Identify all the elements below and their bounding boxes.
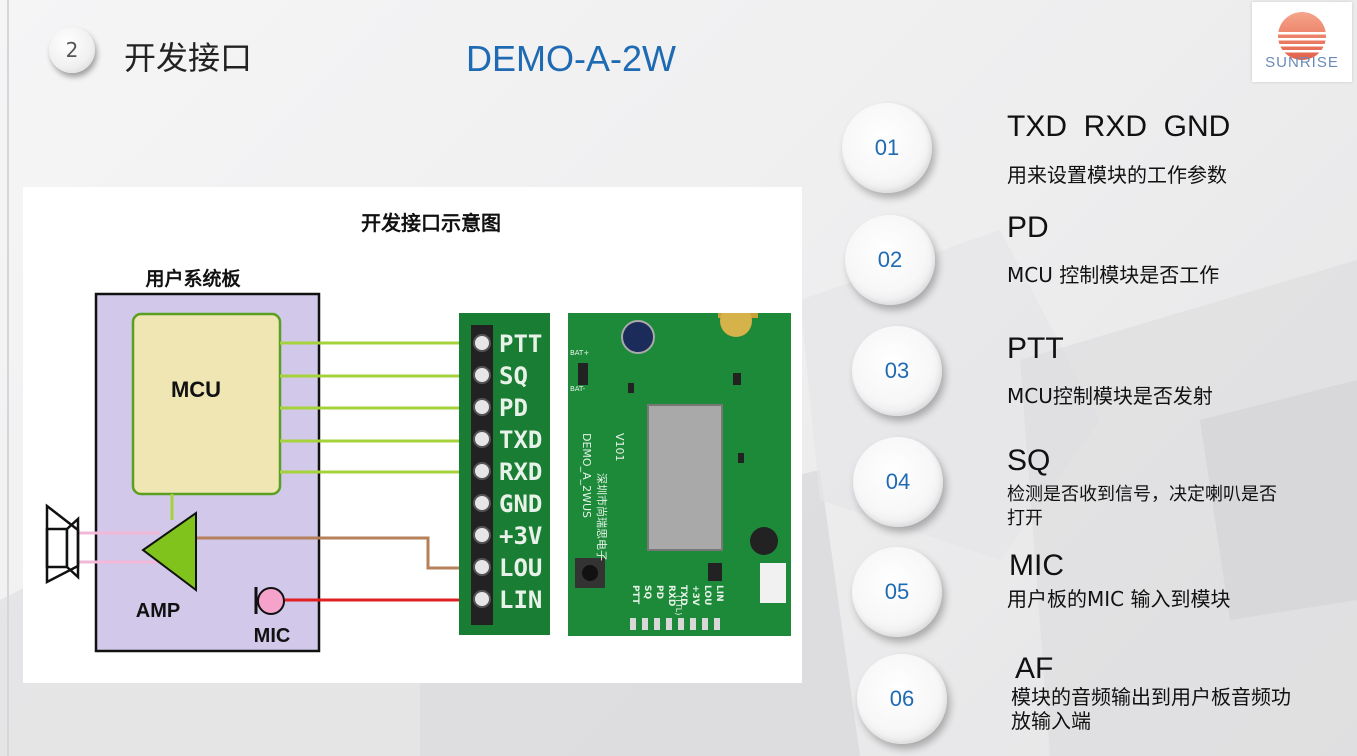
item-description: MCU 控制模块是否工作 — [1007, 263, 1220, 287]
module-pin-label: RXD — [666, 585, 676, 606]
amp-triangle — [141, 511, 197, 593]
header-pin — [473, 558, 491, 576]
header-pins — [473, 334, 491, 608]
item-number-badge: 02 — [845, 215, 935, 305]
mic-label: MIC — [254, 625, 291, 647]
item-title: PTT — [1007, 332, 1064, 365]
module-silk-bat-minus: BAT- — [570, 385, 586, 393]
pin-label-lin: LIN — [499, 586, 542, 614]
pin-label-ptt: PTT — [499, 330, 542, 358]
lou-line — [190, 536, 478, 570]
capacitor-icon — [621, 320, 655, 354]
signal-lines — [170, 341, 478, 520]
sunrise-logo: SUNRISE — [1252, 2, 1352, 82]
item-description: 模块的音频输出到用户板音频功放输入端 — [1011, 685, 1291, 733]
pin-label-txd: TXD — [499, 426, 542, 454]
item-description: 检测是否收到信号，决定喇叭是否打开 — [1007, 484, 1277, 529]
module-board-photo: DEMO_A_2WUS 深圳市尚瑞思电子 V101 BAT+ BAT- (TTL… — [568, 238, 791, 636]
item-title: TXD RXD GND — [1007, 110, 1231, 143]
speaker-icon — [45, 503, 80, 585]
header-pin — [473, 398, 491, 416]
header-pin — [473, 462, 491, 480]
item-number-badge: 05 — [852, 547, 942, 637]
header-pin — [473, 590, 491, 608]
item-number: 04 — [885, 469, 911, 494]
amp-label: AMP — [136, 600, 180, 622]
module-pin-label: TXD — [678, 585, 688, 606]
sun-icon — [1272, 12, 1332, 60]
speaker-lines — [78, 531, 160, 564]
module-pin-label: SQ — [642, 585, 652, 599]
module-silk-model: DEMO_A_2WUS — [580, 433, 593, 518]
pin-label-pd: PD — [499, 394, 528, 422]
item-title: PD — [1007, 211, 1049, 244]
header-pin — [473, 494, 491, 512]
module-silk-bat-plus: BAT+ — [570, 349, 589, 357]
item-number: 03 — [884, 358, 910, 383]
module-silk-version: V101 — [613, 433, 626, 462]
logo-text: SUNRISE — [1265, 54, 1339, 71]
item-number: 06 — [889, 686, 915, 711]
mic-icon — [254, 587, 285, 615]
item-number-badge: 03 — [852, 326, 942, 416]
mic-component — [750, 527, 778, 555]
module-silk-company: 深圳市尚瑞思电子 — [595, 473, 609, 561]
pin-label-lou: LOU — [499, 554, 542, 582]
main-title: DEMO-A-2W — [466, 38, 676, 79]
pin-header-photo: PTT SQ PD TXD RXD GND +3V LOU LIN — [459, 313, 550, 635]
mcu-block — [131, 312, 282, 496]
header-pin-labels: PTT SQ PD TXD RXD GND +3V LOU LIN — [499, 330, 542, 614]
item-number: 01 — [874, 135, 900, 160]
board-label: 用户系统板 — [145, 267, 241, 290]
item-number-badge: 06 — [857, 654, 947, 744]
item-title: MIC — [1009, 549, 1064, 582]
item-description: 用来设置模块的工作参数 — [1007, 163, 1227, 187]
item-title: SQ — [1007, 444, 1051, 477]
pin-label-sq: SQ — [499, 362, 528, 390]
section-number-badge: 2 — [49, 27, 95, 73]
item-number: 05 — [884, 579, 910, 604]
module-pin-label: +3V — [690, 585, 700, 606]
item-number: 02 — [877, 247, 903, 272]
item-number-badge: 04 — [853, 437, 943, 527]
pin-label-rxd: RXD — [499, 458, 542, 486]
pin-label-gnd: GND — [499, 490, 542, 518]
mcu-label: MCU — [171, 377, 221, 402]
section-number: 2 — [65, 38, 79, 62]
pin-header: PTT SQ PD TXD RXD GND +3V LOU LIN — [471, 325, 542, 625]
page-title: 开发接口 — [124, 39, 253, 77]
module-board: DEMO_A_2WUS 深圳市尚瑞思电子 V101 BAT+ BAT- (TTL… — [568, 238, 791, 636]
rf-shield-can — [647, 404, 723, 551]
item-number-badge: 01 — [842, 103, 932, 193]
module-pin-label: PD — [654, 585, 664, 599]
header-pin — [473, 334, 491, 352]
item-description: 用户板的MIC 输入到模块 — [1007, 587, 1231, 611]
item-title: AF — [1015, 652, 1054, 685]
item-description: MCU控制模块是否发射 — [1007, 384, 1213, 408]
header-pin — [473, 366, 491, 384]
diagram-title: 开发接口示意图 — [361, 211, 501, 235]
module-silk-ttl: (TTL) — [674, 595, 683, 615]
module-pin-label: PTT — [630, 585, 640, 605]
module-pin-label: LIN — [714, 585, 724, 602]
module-pin-label: LOU — [702, 585, 712, 605]
connector-socket — [760, 563, 786, 603]
header-pin — [473, 430, 491, 448]
pin-label-plus3v: +3V — [499, 522, 542, 550]
header-pin — [473, 526, 491, 544]
